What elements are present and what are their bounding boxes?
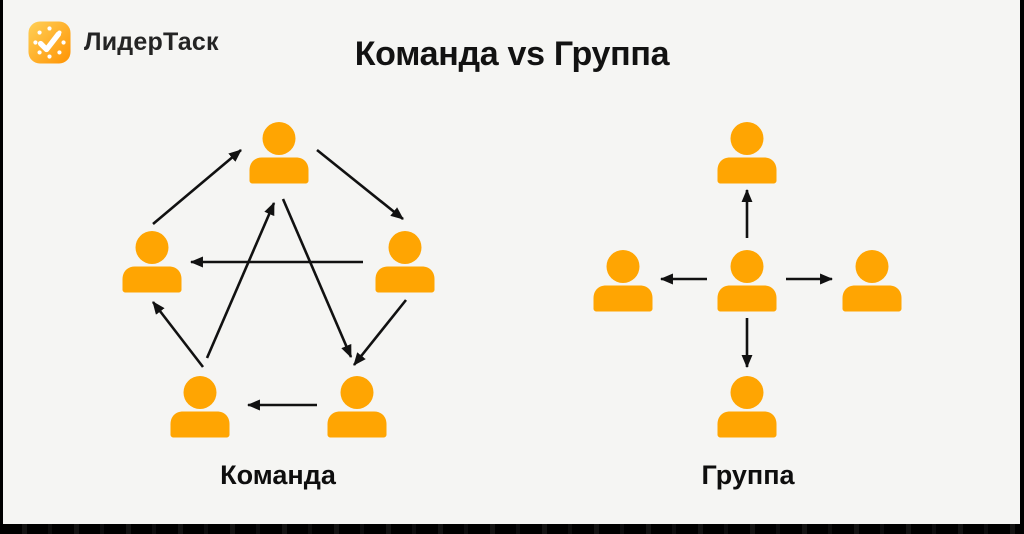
frame-left <box>0 0 3 534</box>
team-label: Команда <box>220 460 336 490</box>
team-diagram <box>122 122 435 438</box>
frame-right <box>1020 0 1024 534</box>
arrow-left-to-top <box>152 149 242 225</box>
person-icon-bottom <box>717 376 777 438</box>
person-icon-bottom-right <box>327 376 387 438</box>
arrow-bottom-left-to-left <box>151 301 205 368</box>
person-icon-center <box>717 250 777 312</box>
arrow-bottom-left-to-top <box>205 202 276 359</box>
person-icon-top <box>249 122 309 184</box>
page-title: Команда vs Группа <box>354 35 670 73</box>
person-icon-right <box>375 231 435 293</box>
leadertask-logo: ЛидерТаск <box>28 21 219 64</box>
person-icon-right <box>842 250 902 312</box>
leadertask-clock-check-icon <box>28 21 71 64</box>
arrow-top-to-right <box>316 148 404 221</box>
group-diagram <box>593 122 902 438</box>
frame-bottom-bar <box>0 524 1024 534</box>
logo-text: ЛидерТаск <box>84 28 219 56</box>
person-icon-left <box>122 231 182 293</box>
group-label: Группа <box>701 460 795 490</box>
person-icon-top <box>717 122 777 184</box>
person-icon-bottom-left <box>170 376 230 438</box>
arrow-right-to-bottom-right <box>352 299 408 366</box>
arrow-top-to-bottom-right <box>281 198 353 358</box>
person-icon-left <box>593 250 653 312</box>
